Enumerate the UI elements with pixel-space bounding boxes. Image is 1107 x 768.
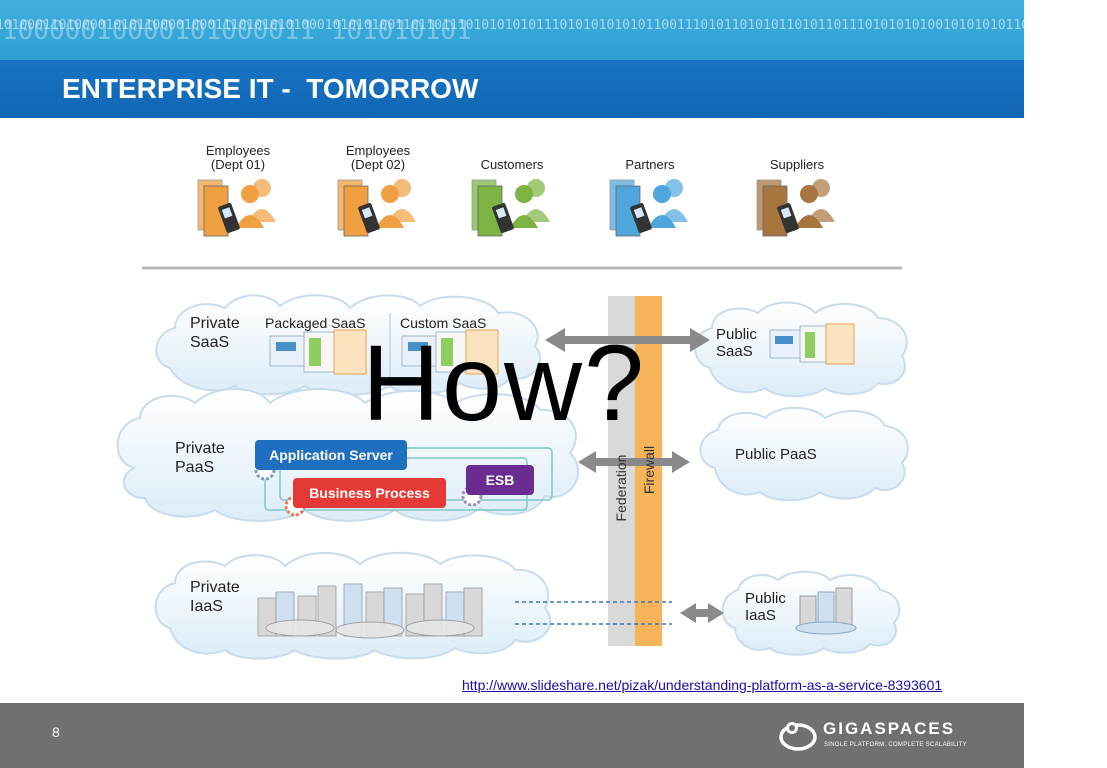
public-paas-cloud — [699, 406, 909, 502]
private-iaas-label: Private IaaS — [190, 579, 240, 615]
gigaspaces-logo: GIGASPACES SINGLE PLATFORM. COMPLETE SCA… — [778, 713, 978, 758]
federation-label: Federation — [613, 454, 629, 522]
slide-title: ENTERPRISE IT - TOMORROW — [62, 73, 479, 104]
saas-federation-arrow — [545, 328, 710, 352]
firewall-label: Firewall — [641, 445, 657, 495]
how-question-text: How? — [362, 322, 647, 443]
user-group-label: Suppliers — [769, 157, 825, 172]
storage-disk — [405, 619, 475, 637]
custom-saas-label: Custom SaaS — [400, 315, 487, 331]
private-saas-label: Private SaaS — [190, 315, 240, 351]
user-icons-group — [197, 179, 835, 237]
user-group-label: Partners — [625, 157, 675, 172]
public-saas-label: Public SaaS — [716, 326, 757, 360]
footer-bar: 8 GIGASPACES SINGLE PLATFORM. COMPLETE S… — [0, 703, 1024, 768]
public-paas-label: Public PaaS — [735, 446, 817, 463]
user-group-icon — [471, 179, 550, 237]
architecture-diagram: Employees (Dept 01) Employees (Dept 02) Cu… — [0, 118, 1024, 678]
user-group-icon — [609, 179, 688, 237]
packaged-saas-icons — [269, 329, 367, 375]
user-group-label: Employees (Dept 01) — [205, 143, 271, 172]
packaged-saas-label: Packaged SaaS — [265, 315, 366, 331]
private-iaas-servers — [257, 583, 483, 639]
page-number: 8 — [52, 724, 60, 740]
esb-box: ESB — [466, 465, 534, 495]
storage-disk — [335, 621, 405, 639]
public-iaas-label: Public IaaS — [745, 590, 786, 624]
federation-bar — [608, 296, 635, 646]
iaas-federation-arrow — [680, 603, 724, 623]
user-group-icon — [756, 179, 835, 237]
public-iaas-servers — [795, 587, 857, 635]
custom-saas-icons — [401, 329, 499, 375]
private-paas-label: Private PaaS — [175, 440, 225, 476]
source-link[interactable]: http://www.slideshare.net/pizak/understa… — [462, 677, 943, 693]
brand-tagline: SINGLE PLATFORM. COMPLETE SCALABILITY — [824, 742, 968, 748]
user-group-label: Employees (Dept 02) — [345, 143, 411, 172]
binary-header-strip: 1010001101000010101100001000111010101010… — [0, 0, 1107, 60]
diagram-graphics — [116, 179, 909, 660]
user-group-label: Customers — [480, 157, 544, 172]
user-group-icon — [197, 179, 276, 237]
binary-pattern-large: 10000010000101000011 101010101 — [2, 16, 472, 46]
brand-name: GIGASPACES — [823, 719, 956, 738]
title-bar: ENTERPRISE IT - TOMORROW — [0, 60, 1024, 118]
application-server-box: Application Server — [255, 440, 407, 470]
paas-federation-arrow — [578, 451, 690, 473]
gigaspaces-logo-icon — [779, 722, 817, 751]
binary-pattern-small: 1010001101000010101100001000111010101010… — [0, 18, 1107, 33]
user-group-icon — [337, 179, 416, 237]
public-saas-icons — [769, 323, 855, 365]
firewall-bar — [635, 296, 662, 646]
storage-disk — [265, 619, 335, 637]
business-process-box: Business Process — [293, 478, 446, 508]
iaas-dotted-lines — [515, 601, 672, 625]
